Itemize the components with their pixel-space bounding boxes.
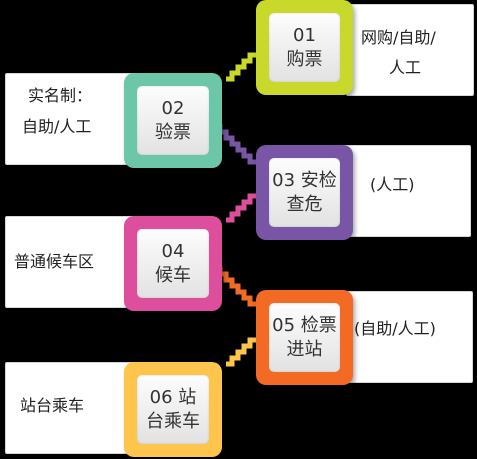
- step-4-number: 04: [161, 240, 185, 262]
- step-4-tile: 04 候车: [137, 229, 209, 298]
- step-3-number: 03 安检: [272, 169, 337, 191]
- step-5-tile: 05 检票 进站: [269, 303, 340, 372]
- note-6-line-1: 站台乘车: [20, 396, 85, 415]
- step-1-number: 01: [293, 24, 316, 46]
- note-panel-1: 网购/自助/ 人工: [346, 4, 474, 96]
- step-5-frame: 05 检票 进站: [256, 290, 353, 385]
- step-6-frame: 06 站 台乘车: [124, 362, 222, 457]
- step-3-tile: 03 安检 查危: [269, 158, 340, 227]
- connector-5-6: [226, 337, 256, 367]
- note-panel-5: (自助/人工): [335, 291, 473, 383]
- note-panel-4: 普通候车区: [5, 216, 139, 308]
- step-6-tile: 06 站 台乘车: [137, 375, 209, 444]
- step-5-label: 进站: [286, 338, 323, 360]
- connector-3-4: [226, 193, 256, 223]
- step-1-label: 购票: [286, 48, 323, 70]
- note-1-line-2: 人工: [389, 58, 422, 77]
- note-5-line-1: (自助/人工): [354, 319, 436, 338]
- note-3-line-1: (人工): [370, 175, 415, 194]
- note-2-line-2: 自助/人工: [22, 117, 92, 136]
- note-1-line-1: 网购/自助/: [361, 28, 436, 47]
- step-6-label: 台乘车: [146, 410, 200, 432]
- step-6-number: 06 站: [149, 386, 197, 408]
- connector-1-2: [226, 52, 256, 82]
- step-2-label: 验票: [155, 121, 191, 143]
- step-4-label: 候车: [155, 264, 191, 286]
- step-2-tile: 02 验票: [137, 86, 209, 155]
- note-panel-3: (人工): [335, 145, 471, 237]
- step-1-tile: 01 购票: [269, 13, 340, 82]
- step-5-number: 05 检票: [272, 314, 337, 336]
- step-3-frame: 03 安检 查危: [256, 145, 353, 240]
- step-3-label: 查危: [286, 193, 323, 215]
- note-panel-6: 站台乘车: [5, 362, 139, 454]
- step-1-frame: 01 购票: [256, 0, 353, 95]
- step-4-frame: 04 候车: [124, 216, 222, 311]
- step-2-number: 02: [161, 97, 185, 119]
- note-2-line-1: 实名制：: [28, 86, 93, 105]
- note-4-line-1: 普通候车区: [14, 252, 95, 271]
- step-2-frame: 02 验票: [124, 73, 222, 168]
